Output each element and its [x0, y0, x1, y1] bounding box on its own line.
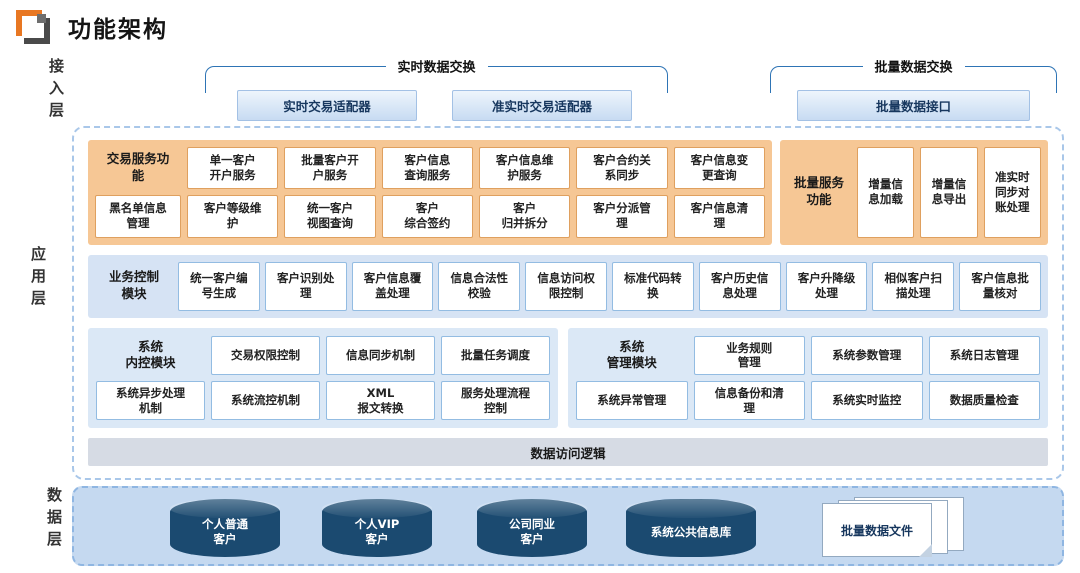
service-box: 客户信息变 更查询	[673, 147, 765, 190]
module-box: 批量任务调度	[441, 335, 550, 376]
service-box: 客户分派管 理	[576, 195, 668, 238]
brand-logo-icon	[14, 8, 52, 46]
module-box: 交易权限控制	[211, 335, 320, 376]
data-layer-panel: 个人普通 客户 个人VIP 客户 公司同业 客户 系统公共信息库 批量数据文件	[72, 486, 1064, 566]
service-box: 客户合约关 系同步	[576, 147, 668, 190]
service-box: 客户 综合签约	[381, 195, 473, 238]
module-box: 业务规则 管理	[693, 335, 805, 376]
module-box: 信息访问权 限控制	[525, 261, 607, 311]
service-box: 黑名单信息 管理	[95, 195, 181, 238]
business-control-panel: 业务控制 模块 统一客户编 号生成客户识别处 理客户信息覆 盖处理信息合法性 校…	[88, 254, 1048, 318]
service-box: 增量信 息导出	[920, 147, 978, 238]
service-box: 客户 归并拆分	[479, 195, 571, 238]
service-box: 客户等级维 护	[187, 195, 279, 238]
module-box: 系统参数管理	[811, 335, 923, 376]
batch-services-panel: 批量服务 功能 增量信 息加载增量信 息导出准实时 同步对 账处理	[780, 140, 1048, 245]
internal-control-label: 系统 内控模块	[125, 338, 176, 371]
database-cylinder-personal-vip: 个人VIP 客户	[322, 499, 432, 557]
module-box: 系统流控机制	[211, 381, 320, 421]
database-cylinder-public-info: 系统公共信息库	[626, 499, 756, 557]
business-control-label: 业务控制 模块	[108, 269, 159, 302]
layer-label-access: 接入层	[47, 58, 65, 124]
module-box: 客户历史信 息处理	[698, 261, 781, 311]
service-box: 批量客户开 户服务	[284, 147, 376, 190]
page-header: 功能架构	[14, 8, 168, 46]
module-box: 统一客户编 号生成	[178, 261, 260, 311]
page-title: 功能架构	[68, 17, 168, 43]
module-box: XML 报文转换	[326, 381, 435, 421]
service-function-row: 交易服务功 能 单一客户 开户服务批量客户开 户服务客户信息 查询服务客户信息维…	[88, 140, 1048, 245]
system-management-panel: 系统 管理模块 业务规则 管理系统参数管理系统日志管理系统异常管理信息备份和清 …	[568, 327, 1048, 429]
batch-exchange-label: 批量数据交换	[862, 56, 965, 76]
realtime-exchange-bracket: 实时数据交换	[205, 56, 668, 93]
transaction-services-panel: 交易服务功 能 单一客户 开户服务批量客户开 户服务客户信息 查询服务客户信息维…	[88, 140, 772, 245]
module-box: 数据质量检查	[928, 381, 1040, 421]
batch-data-files-label: 批量数据文件	[822, 503, 932, 557]
module-box: 信息合法性 校验	[438, 261, 521, 311]
layer-label-application: 应用层	[29, 246, 47, 312]
module-box: 相似客户扫 描处理	[872, 261, 955, 311]
service-box: 准实时 同步对 账处理	[983, 147, 1041, 238]
module-box: 系统日志管理	[928, 335, 1040, 376]
adapter-box-realtime: 实时交易适配器	[237, 90, 417, 121]
realtime-exchange-label: 实时数据交换	[385, 56, 488, 76]
adapter-box-batch-interface: 批量数据接口	[797, 90, 1030, 121]
database-cylinder-personal-regular: 个人普通 客户	[170, 499, 280, 557]
module-box: 客户识别处 理	[264, 261, 347, 311]
module-box: 信息同步机制	[326, 335, 435, 376]
logo-gray-bracket-icon	[24, 18, 50, 44]
module-box: 客户信息批 量核对	[959, 261, 1041, 311]
module-box: 系统异常管理	[576, 381, 688, 421]
layer-label-data: 数据层	[45, 487, 63, 553]
module-box: 系统异步处理 机制	[96, 381, 205, 421]
batch-data-files-icon: 批量数据文件	[822, 497, 972, 559]
system-module-row: 系统 内控模块 交易权限控制信息同步机制批量任务调度系统异步处理 机制系统流控机…	[88, 327, 1048, 429]
adapter-box-quasi-realtime: 准实时交易适配器	[452, 90, 632, 121]
module-box: 客户信息覆 盖处理	[351, 261, 434, 311]
batch-services-label: 批量服务 功能	[793, 175, 844, 208]
module-box: 服务处理流程 控制	[441, 381, 550, 421]
module-box: 标准代码转 换	[612, 261, 694, 311]
service-box: 单一客户 开户服务	[187, 147, 279, 190]
module-box: 系统实时监控	[811, 381, 923, 421]
logo-dot-icon	[37, 14, 46, 23]
system-management-label: 系统 管理模块	[606, 338, 657, 371]
database-cylinder-corporate-interbank: 公司同业 客户	[477, 499, 587, 557]
service-box: 统一客户 视图查询	[284, 195, 376, 238]
module-box: 客户升降级 处理	[785, 261, 868, 311]
service-box: 客户信息 查询服务	[381, 147, 473, 190]
logo-orange-bracket-icon	[16, 10, 42, 36]
internal-control-panel: 系统 内控模块 交易权限控制信息同步机制批量任务调度系统异步处理 机制系统流控机…	[88, 327, 558, 429]
service-box: 客户信息维 护服务	[479, 147, 571, 190]
transaction-services-label: 交易服务功 能	[106, 151, 170, 184]
application-layer-panel: 交易服务功 能 单一客户 开户服务批量客户开 户服务客户信息 查询服务客户信息维…	[72, 126, 1064, 480]
data-access-logic-bar: 数据访问逻辑	[88, 438, 1048, 466]
service-box: 客户信息清 理	[673, 195, 765, 238]
module-box: 信息备份和清 理	[693, 381, 805, 421]
batch-exchange-bracket: 批量数据交换	[770, 56, 1057, 93]
service-box: 增量信 息加载	[857, 147, 915, 238]
